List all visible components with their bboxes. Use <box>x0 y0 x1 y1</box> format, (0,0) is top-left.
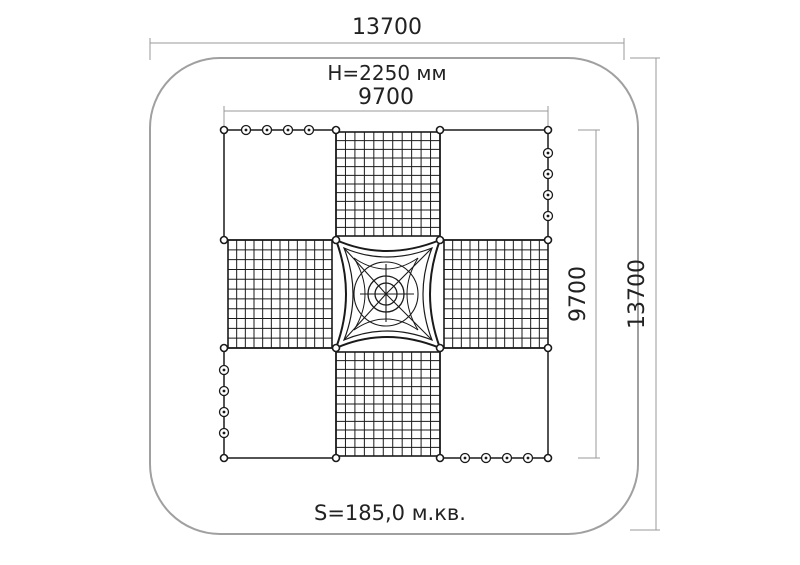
post-circle <box>435 343 445 353</box>
post-circle <box>331 343 341 353</box>
inner-top-dimension-label: 9700 <box>358 85 414 110</box>
ring-center <box>546 151 550 155</box>
center-spider-web <box>334 238 442 350</box>
ring-center <box>307 128 311 132</box>
web-strand <box>353 318 419 331</box>
post-circle <box>435 125 445 135</box>
corner-frame-bottom-left <box>223 347 337 459</box>
web-strand <box>353 257 366 331</box>
ring-center <box>463 456 467 460</box>
post-circle <box>331 125 341 135</box>
net-panel-left <box>227 239 333 349</box>
area-label: S=185,0 м.кв. <box>314 501 466 525</box>
post-circle <box>219 343 229 353</box>
ring-center <box>546 214 550 218</box>
post-circle <box>219 235 229 245</box>
inner-right-dimension-9700: 9700 <box>566 129 600 459</box>
ring-center <box>244 128 248 132</box>
net-panel-top <box>335 131 441 237</box>
web-strand <box>406 257 419 331</box>
ring-center <box>222 410 226 414</box>
ring-center <box>222 431 226 435</box>
ring-center <box>484 456 488 460</box>
net-panel-bottom <box>335 351 441 457</box>
post-circle <box>435 235 445 245</box>
right-dimension-13700: 13700 <box>625 57 660 531</box>
ring-center <box>222 368 226 372</box>
top-dimension-label: 13700 <box>352 15 422 40</box>
corner-frame-top-right <box>439 129 549 241</box>
net-panel-right <box>443 239 549 349</box>
safety-zone-outline <box>149 57 639 535</box>
height-label: H=2250 мм <box>327 61 446 85</box>
support-posts <box>219 125 553 463</box>
corner-frame-bottom-right <box>439 347 549 459</box>
post-circle <box>543 125 553 135</box>
post-circle <box>331 453 341 463</box>
post-circle <box>543 235 553 245</box>
corner-frame-top-left <box>223 129 337 241</box>
edge-rings <box>218 124 554 464</box>
ring-center <box>505 456 509 460</box>
post-circle <box>331 235 341 245</box>
ring-center <box>222 389 226 393</box>
ring-center <box>265 128 269 132</box>
ring-center <box>526 456 530 460</box>
inner-right-dimension-label: 9700 <box>566 266 591 322</box>
inner-top-dimension-9700: 9700 <box>223 85 549 126</box>
post-circle <box>219 453 229 463</box>
post-circle <box>543 453 553 463</box>
post-circle <box>543 343 553 353</box>
ring-center <box>286 128 290 132</box>
right-dimension-label: 13700 <box>625 259 650 329</box>
ring-center <box>546 172 550 176</box>
ring-center <box>546 193 550 197</box>
post-circle <box>435 453 445 463</box>
top-dimension-13700: 13700 <box>149 15 625 60</box>
post-circle <box>219 125 229 135</box>
web-strand <box>353 257 419 270</box>
